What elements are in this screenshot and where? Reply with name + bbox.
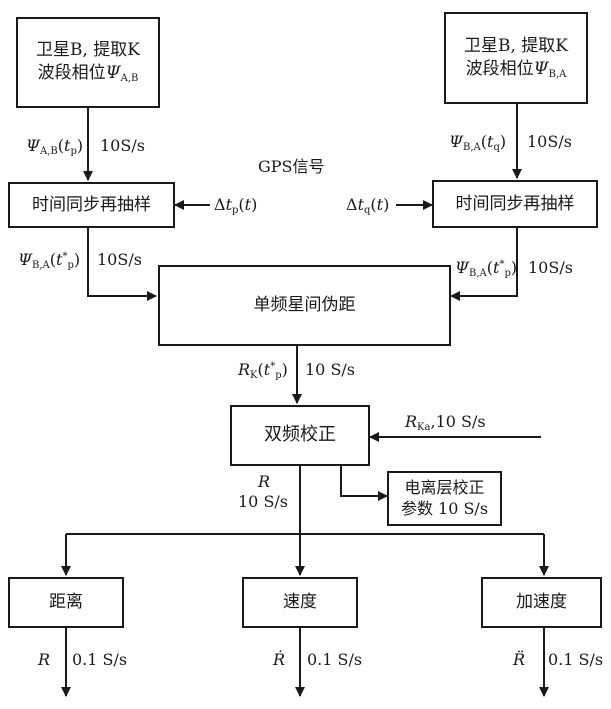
label-rate-rk: 10 S/s: [305, 360, 356, 379]
satellite-a-line2: 波段相位ΨA,B: [37, 63, 139, 85]
velocity-box: 速度: [242, 577, 358, 628]
label-rate-r: 10 S/s: [238, 492, 289, 511]
iono-line1: 电离层校正: [404, 477, 485, 497]
arrow-dualfreq-to-iono: [340, 466, 388, 501]
resample-right-box: 时间同步再抽样: [432, 180, 598, 228]
satellite-b-box: 卫星B, 提取K 波段相位ΨB,A: [444, 12, 588, 104]
ionosphere-params-box: 电离层校正 参数 10 S/s: [387, 471, 502, 526]
arrow-resampleL-to-pseudorange: [87, 228, 157, 301]
label-rk-tp: RK(t*p): [238, 360, 288, 381]
label-output-range: R: [38, 650, 51, 669]
label-output-accel-rate: 0.1 S/s: [548, 650, 604, 669]
satellite-a-line1: 卫星B, 提取K: [35, 40, 140, 61]
label-rate-mid-left: 10S/s: [97, 250, 142, 269]
label-rate-top-right: 10S/s: [527, 132, 572, 151]
satellite-b-line1: 卫星B, 提取K: [463, 35, 568, 56]
iono-line2: 参数 10 S/s: [400, 498, 489, 518]
label-rate-mid-right: 10S/s: [528, 258, 573, 277]
satellite-b-line2: 波段相位ΨB,A: [465, 58, 567, 80]
label-delta-tp: Δtp(t): [214, 195, 258, 216]
dual-frequency-box: 双频校正: [230, 405, 370, 466]
label-r-symbol: R: [258, 472, 271, 491]
label-psi-ba-tp-left: ΨB,A(t*p): [18, 250, 81, 271]
arrow-resampleR-to-pseudorange: [450, 228, 518, 301]
label-delta-tq: Δtq(t): [346, 195, 390, 216]
label-output-range-rate: 0.1 S/s: [72, 650, 128, 669]
label-psi-ba-tp-right: ΨB,A(t*p): [455, 258, 518, 279]
label-psi-ab-tp: ΨA,B(tp): [26, 136, 84, 157]
distance-box: 距离: [8, 577, 124, 628]
satellite-a-box: 卫星B, 提取K 波段相位ΨA,B: [16, 17, 160, 108]
resample-left-box: 时间同步再抽样: [8, 182, 175, 228]
label-output-range-rate-sym: Ṙ: [273, 650, 286, 669]
label-rate-top-left: 10S/s: [100, 136, 145, 155]
pseudorange-box: 单频星间伪距: [158, 265, 451, 346]
label-gps-signal: GPS信号: [258, 157, 325, 176]
label-rka-input: RKa,10 S/s: [405, 412, 486, 433]
acceleration-box: 加速度: [481, 577, 602, 628]
label-output-velocity-rate: 0.1 S/s: [307, 650, 363, 669]
label-output-range-accel-sym: R̈: [513, 650, 526, 669]
label-psi-ba-tq: ΨB,A(tq): [449, 132, 507, 153]
